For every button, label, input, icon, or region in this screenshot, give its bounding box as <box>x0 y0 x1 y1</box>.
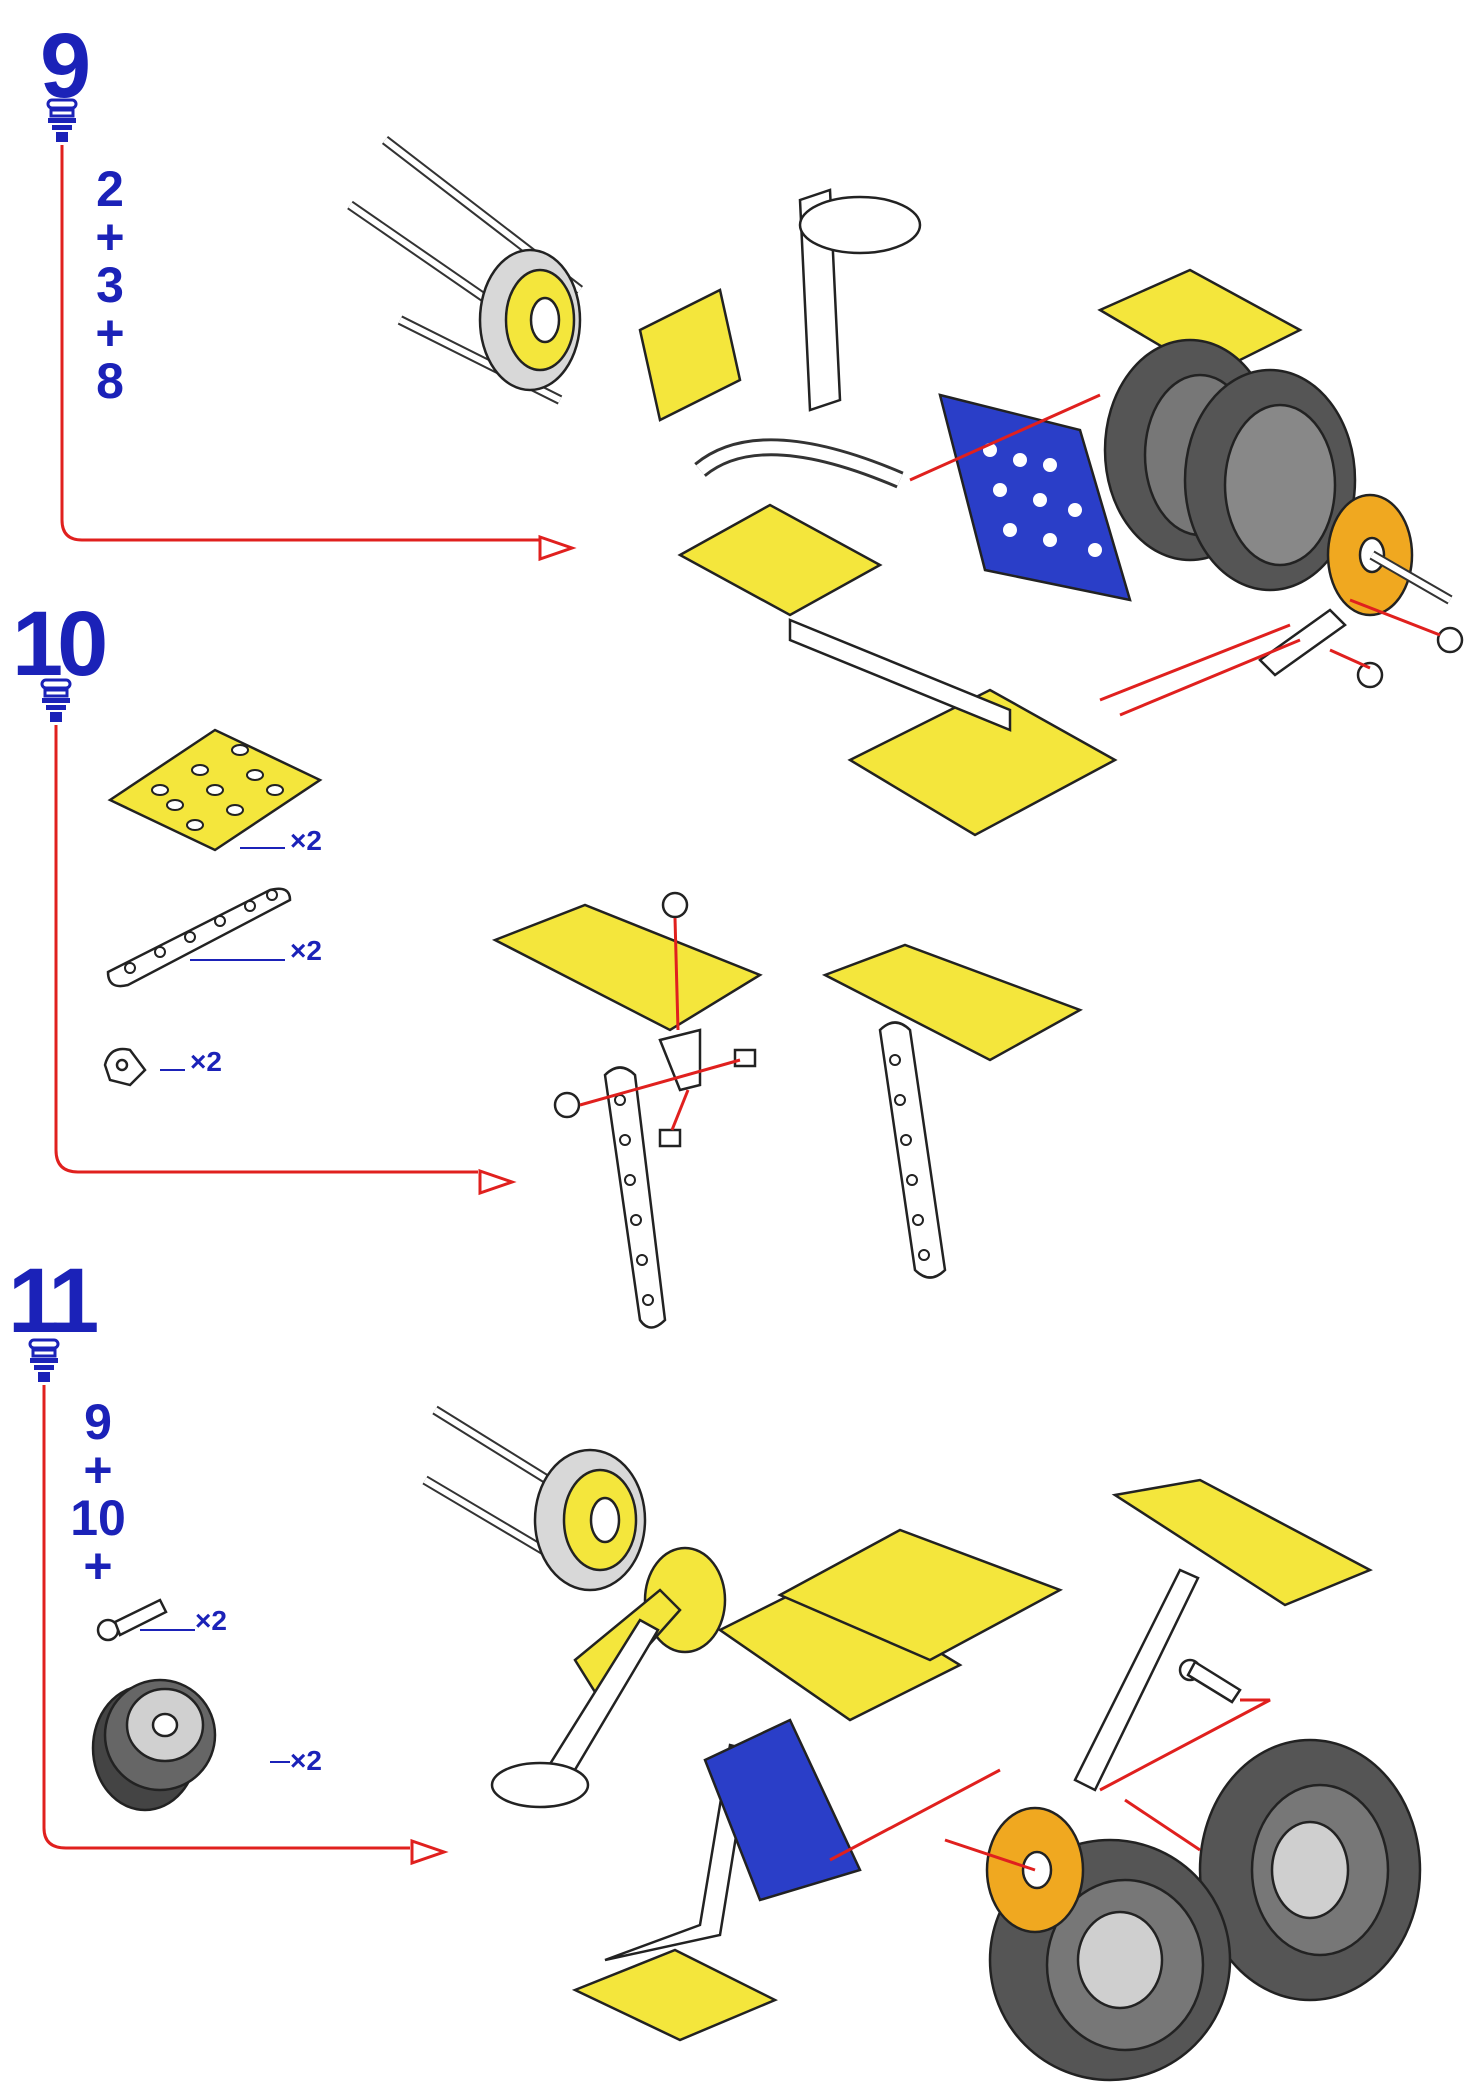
part-strip <box>108 889 290 986</box>
screwdriver-icon <box>30 1340 58 1382</box>
part-wheel <box>93 1680 290 1810</box>
screwdriver-icon <box>48 100 76 142</box>
step-11-assembly <box>425 1410 1420 2080</box>
step-10-parts <box>105 730 320 1085</box>
step-11-parts <box>93 1600 290 1810</box>
part-axle-bolt <box>98 1600 195 1640</box>
step-10-assembly <box>495 893 1080 1328</box>
arrow-right-icon <box>540 537 572 559</box>
arrow-right-icon <box>480 1171 512 1193</box>
step-9-assembly <box>350 140 1462 835</box>
arrow-right-icon <box>412 1841 444 1863</box>
screwdriver-icon <box>42 680 70 722</box>
